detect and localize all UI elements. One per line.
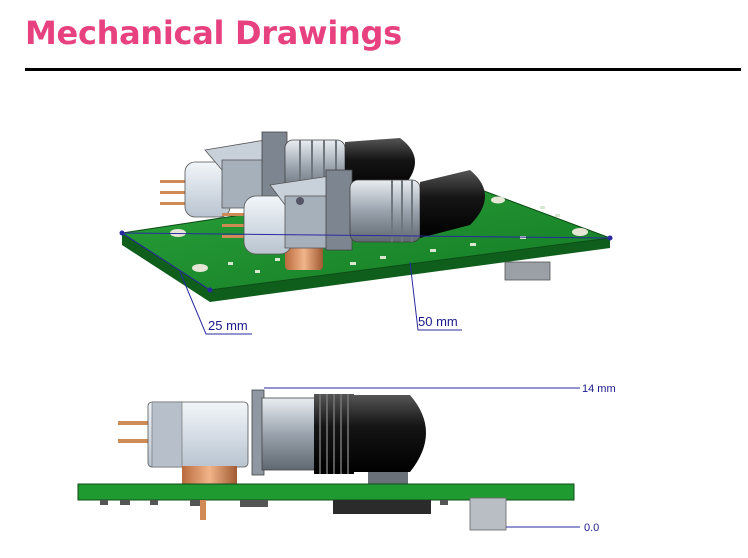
dim-zero-label: 0.0 xyxy=(584,522,599,534)
title-underline xyxy=(25,68,741,71)
dim-width-label: 25 mm xyxy=(208,318,248,333)
dim-height-label: 14 mm xyxy=(582,383,616,395)
iso-connector-back xyxy=(160,131,415,218)
side-view: 14 mm 0.0 xyxy=(77,383,616,534)
iso-connector-front xyxy=(222,169,485,270)
isometric-view: 25 mm 50 mm xyxy=(119,131,613,335)
iso-dimension-lines xyxy=(121,232,611,335)
dim-length-label: 50 mm xyxy=(418,314,458,329)
side-dimension-lines xyxy=(264,387,580,528)
page-title: Mechanical Drawings xyxy=(25,14,402,52)
